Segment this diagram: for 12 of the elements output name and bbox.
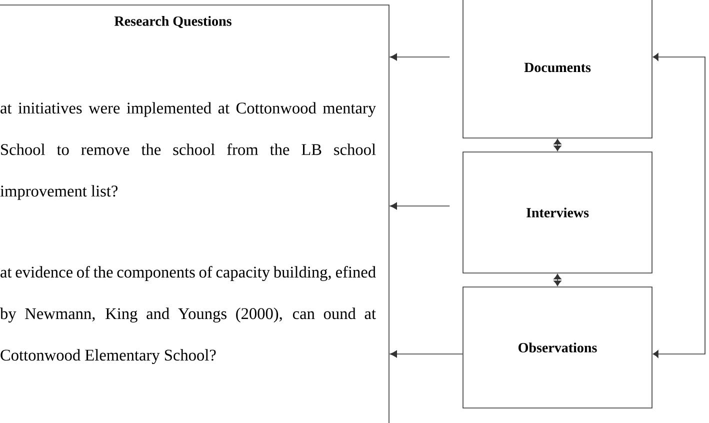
question-text: at evidence of the components of capacity building, efined by Newmann, King and Youngs (2000), can ound at Cottonwood Elementary School?	[0, 266, 376, 364]
source-box: Observations	[462, 286, 652, 408]
arrow	[390, 53, 450, 61]
question-text: at initiatives were implemented at Cottonwood mentary School to remove the school from the LB school improvement list?	[0, 102, 376, 200]
arrow	[390, 350, 463, 358]
source-box: Documents	[462, 0, 652, 138]
arrow	[554, 274, 562, 286]
arrow	[554, 138, 562, 152]
source-box: Interviews	[462, 152, 652, 274]
arrow	[390, 202, 450, 210]
heading: Research Questions	[114, 16, 232, 28]
arrow	[652, 53, 706, 358]
